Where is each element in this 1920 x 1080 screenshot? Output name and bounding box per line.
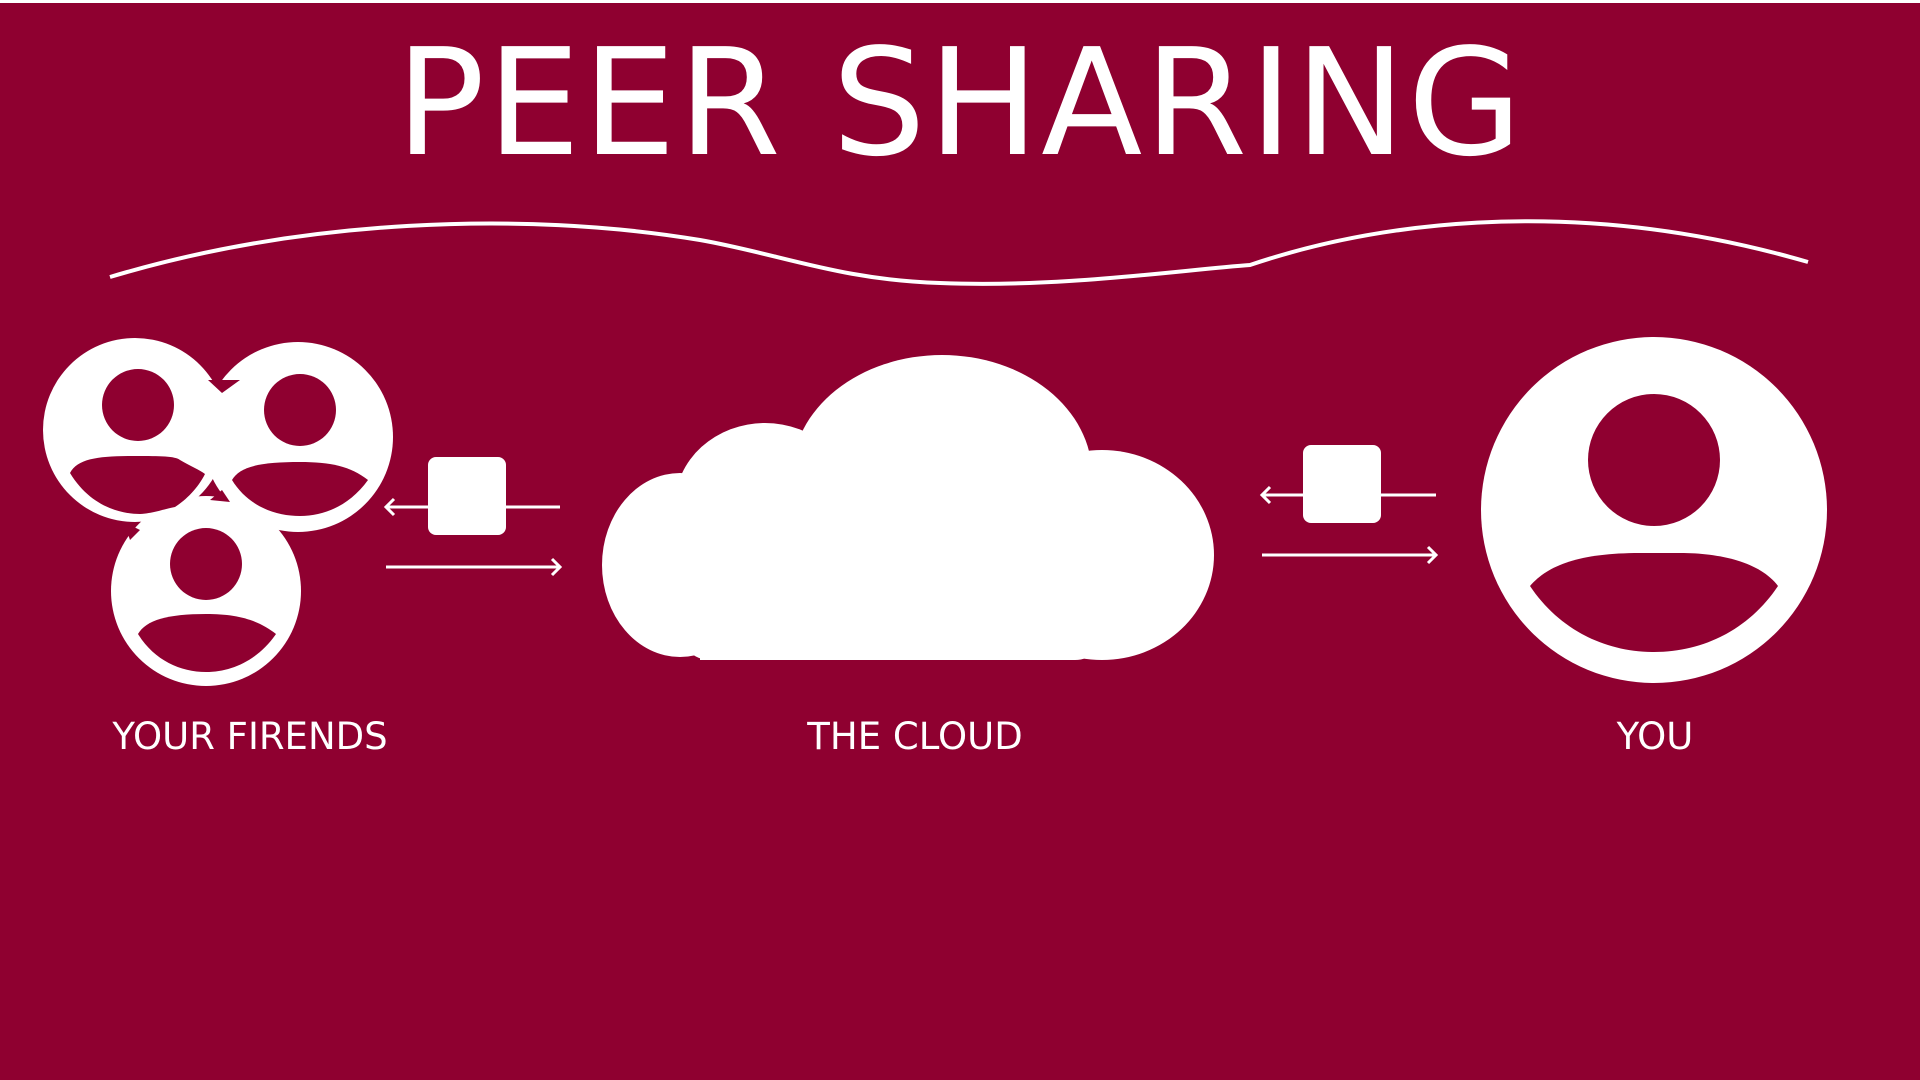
cloud-icon — [602, 355, 1214, 660]
you-label: YOU — [1616, 715, 1694, 758]
group-of-people-icon — [43, 338, 393, 686]
cloud-label: THE CLOUD — [807, 715, 1023, 758]
data-transfer-icon — [1259, 445, 1439, 565]
slide: PEER SHARING — [0, 3, 1920, 1080]
data-packet-box — [1303, 445, 1381, 523]
user-icon — [1481, 337, 1827, 683]
decorative-wave-line — [109, 219, 1809, 286]
data-packet-box — [428, 457, 506, 535]
page-title: PEER SHARING — [395, 17, 1525, 189]
peer-sharing-diagram — [43, 219, 1827, 686]
data-transfer-icon — [383, 457, 563, 577]
friends-label: YOUR FIRENDS — [112, 715, 388, 758]
